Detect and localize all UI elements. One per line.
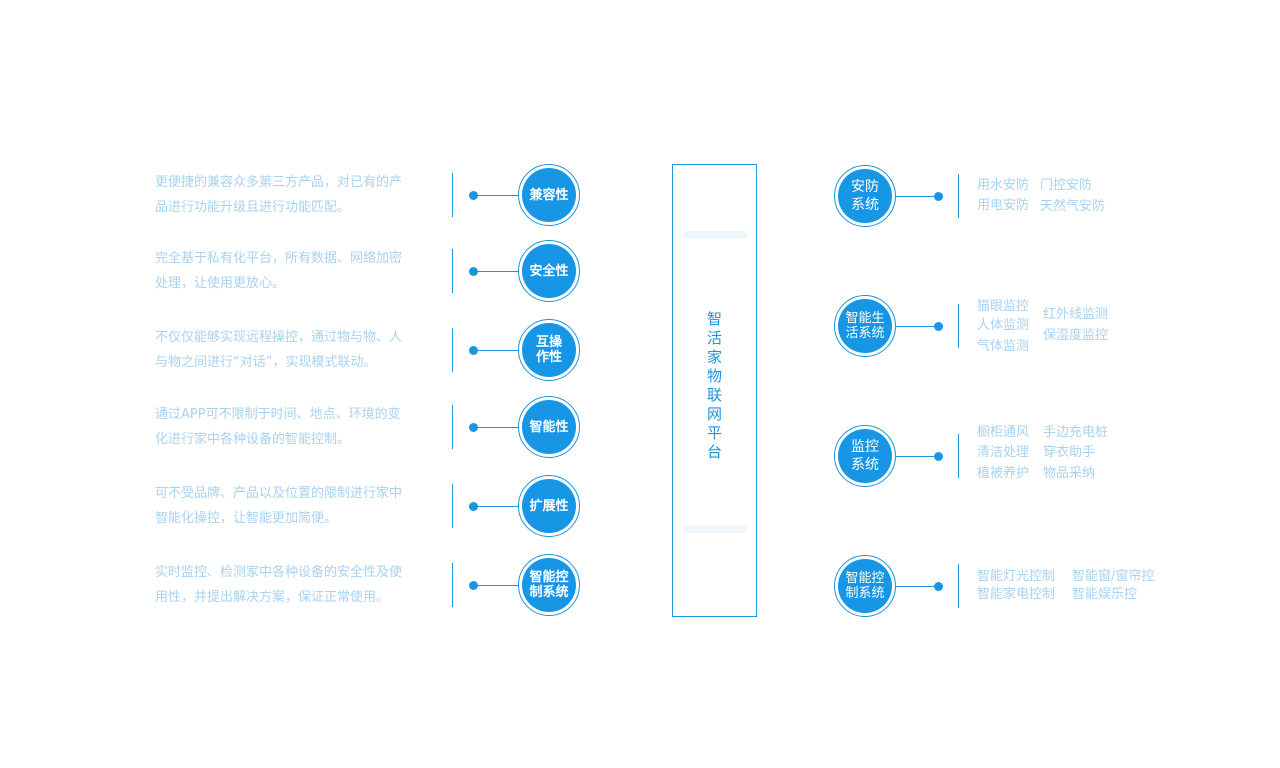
- bracket-line: [452, 405, 453, 449]
- system-node-smart-control: 智能控 制系统: [834, 555, 896, 617]
- connector-dot: [934, 191, 943, 201]
- feature-row-interoperability: 不仅仅能够实现远程操控，通过物与物、人 与物之间进行“对话”，实现模式联动。 互…: [0, 315, 600, 385]
- feature-item: 橱柜通风: [977, 425, 1030, 440]
- feature-row-intelligence: 通过APP可不限制于时间、地点、环境的变 化进行家中各种设备的智能控制。 智能性: [0, 392, 600, 462]
- connector-line: [896, 586, 940, 587]
- feature-item: 智能灯光控制: [977, 569, 1056, 584]
- feature-item: 智能娱乐控: [1072, 587, 1138, 602]
- feature-item: 穿衣助手: [1043, 445, 1096, 460]
- feature-node-label: 智能性: [522, 400, 576, 454]
- feature-item: 猫眼监控: [977, 299, 1030, 314]
- bracket-line: [452, 484, 453, 528]
- feature-item: 用水安防: [977, 178, 1030, 193]
- connector-line: [474, 506, 520, 507]
- system-node-label: 智能控 制系统: [838, 559, 892, 613]
- connector-dot: [469, 345, 478, 355]
- feature-row-compatibility: 更便捷的兼容众多第三方产品，对已有的产 品进行功能升级且进行功能匹配。 兼容性: [0, 160, 600, 230]
- feature-item: 人体监测: [977, 318, 1030, 333]
- feature-row-smart-control: 实时监控、检测家中各种设备的安全性及使 用性，并提出解决方案，保证正常使用。 智…: [0, 550, 600, 620]
- feature-node-interoperability: 互操 作性: [518, 319, 580, 381]
- decorative-stripe: [683, 231, 747, 239]
- feature-item: 天然气安防: [1040, 199, 1106, 214]
- system-node-label: 安防 系统: [838, 169, 892, 223]
- feature-item: 用电安防: [977, 198, 1030, 213]
- feature-description: 实时监控、检测家中各种设备的安全性及使 用性，并提出解决方案，保证正常使用。: [155, 565, 403, 605]
- connector-line: [474, 427, 520, 428]
- connector-dot: [934, 581, 943, 591]
- feature-item: 门控安防: [1040, 178, 1093, 193]
- system-node-smart-life: 智能生 活系统: [834, 295, 896, 357]
- connector-line: [474, 195, 520, 196]
- feature-description: 更便捷的兼容众多第三方产品，对已有的产 品进行功能升级且进行功能匹配。: [155, 175, 403, 215]
- connector-dot: [469, 422, 478, 432]
- bracket-line: [958, 174, 959, 218]
- feature-description: 完全基于私有化平台，所有数据、网络加密 处理，让使用更放心。: [155, 251, 403, 291]
- bracket-line: [452, 173, 453, 217]
- connector-dot: [934, 321, 943, 331]
- platform-title: 智 活 家 物 联 网 平 台: [706, 310, 722, 461]
- system-node-monitoring: 监控 系统: [834, 425, 896, 487]
- connector-dot: [934, 451, 943, 461]
- feature-description: 可不受品牌、产品以及位置的限制进行家中 智能化操控，让智能更加简便。: [155, 486, 403, 526]
- connector-line: [474, 585, 520, 586]
- feature-item: 清洁处理: [977, 445, 1030, 460]
- feature-node-label: 互操 作性: [522, 323, 576, 377]
- feature-node-label: 兼容性: [522, 168, 576, 222]
- bracket-line: [452, 563, 453, 607]
- feature-item: 手边充电桩: [1043, 425, 1109, 440]
- decorative-stripe: [683, 525, 747, 533]
- system-row-smart-control: 智能控 制系统 智能灯光控制 智能窗/窗帘控 智能家电控制 智能娱乐控: [820, 551, 1240, 621]
- bracket-line: [452, 328, 453, 372]
- feature-node-label: 扩展性: [522, 479, 576, 533]
- feature-node-smart-control: 智能控 制系统: [518, 554, 580, 616]
- bracket-line: [958, 304, 959, 348]
- feature-item: 植被养护: [977, 466, 1030, 481]
- connector-line: [896, 456, 940, 457]
- feature-node-security: 安全性: [518, 240, 580, 302]
- feature-row-security: 完全基于私有化平台，所有数据、网络加密 处理，让使用更放心。 安全性: [0, 236, 600, 306]
- connector-line: [474, 271, 520, 272]
- feature-description: 不仅仅能够实现远程操控，通过物与物、人 与物之间进行“对话”，实现模式联动。: [155, 330, 403, 370]
- feature-node-compatibility: 兼容性: [518, 164, 580, 226]
- feature-item: 气体监测: [977, 339, 1030, 354]
- feature-item: 物品采纳: [1043, 466, 1096, 481]
- bracket-line: [452, 249, 453, 293]
- system-node-security: 安防 系统: [834, 165, 896, 227]
- system-node-label: 监控 系统: [838, 429, 892, 483]
- platform-box: 智 活 家 物 联 网 平 台: [672, 164, 757, 617]
- system-node-label: 智能生 活系统: [838, 299, 892, 353]
- feature-item: 红外线监测: [1043, 307, 1109, 322]
- connector-dot: [469, 501, 478, 511]
- connector-dot: [469, 190, 478, 200]
- system-row-smart-life: 智能生 活系统 猫眼监控 人体监测 气体监测 红外线监测 保湿度监控: [820, 291, 1240, 361]
- feature-row-extensibility: 可不受品牌、产品以及位置的限制进行家中 智能化操控，让智能更加简便。 扩展性: [0, 471, 600, 541]
- bracket-line: [958, 564, 959, 608]
- feature-item: 保湿度监控: [1043, 328, 1109, 343]
- system-row-security: 安防 系统 用水安防 门控安防 用电安防 天然气安防: [820, 161, 1240, 231]
- system-row-monitoring: 监控 系统 橱柜通风 手边充电桩 清洁处理 穿衣助手 植被养护 物品采纳: [820, 421, 1240, 491]
- feature-node-extensibility: 扩展性: [518, 475, 580, 537]
- feature-item: 智能家电控制: [977, 587, 1056, 602]
- connector-dot: [469, 580, 478, 590]
- connector-line: [474, 350, 520, 351]
- feature-node-label: 安全性: [522, 244, 576, 298]
- connector-line: [896, 196, 940, 197]
- feature-item: 智能窗/窗帘控: [1072, 569, 1155, 584]
- feature-description: 通过APP可不限制于时间、地点、环境的变 化进行家中各种设备的智能控制。: [155, 407, 401, 447]
- feature-node-intelligence: 智能性: [518, 396, 580, 458]
- connector-line: [896, 326, 940, 327]
- bracket-line: [958, 434, 959, 478]
- connector-dot: [469, 266, 478, 276]
- feature-node-label: 智能控 制系统: [522, 558, 576, 612]
